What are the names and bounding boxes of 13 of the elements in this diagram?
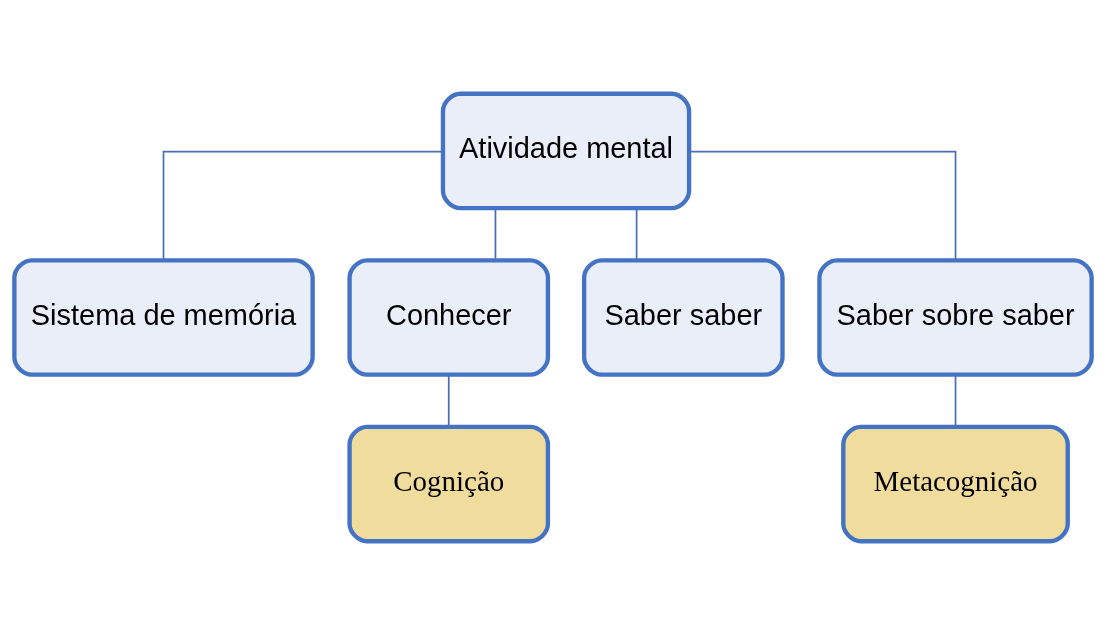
node-box: Metacognição [841, 424, 1070, 544]
connector [688, 150, 957, 261]
node-box: Sistema de memória [12, 258, 315, 377]
connector [162, 150, 444, 261]
node-box: Conhecer [347, 258, 551, 377]
node-box: Saber saber [581, 258, 785, 377]
connector [447, 373, 450, 428]
node-box: Cognição [347, 424, 551, 544]
connector [635, 207, 638, 261]
connector [954, 373, 957, 428]
connector [494, 207, 497, 261]
node-box: Atividade mental [440, 91, 692, 211]
node-box: Saber sobre saber [817, 258, 1094, 377]
